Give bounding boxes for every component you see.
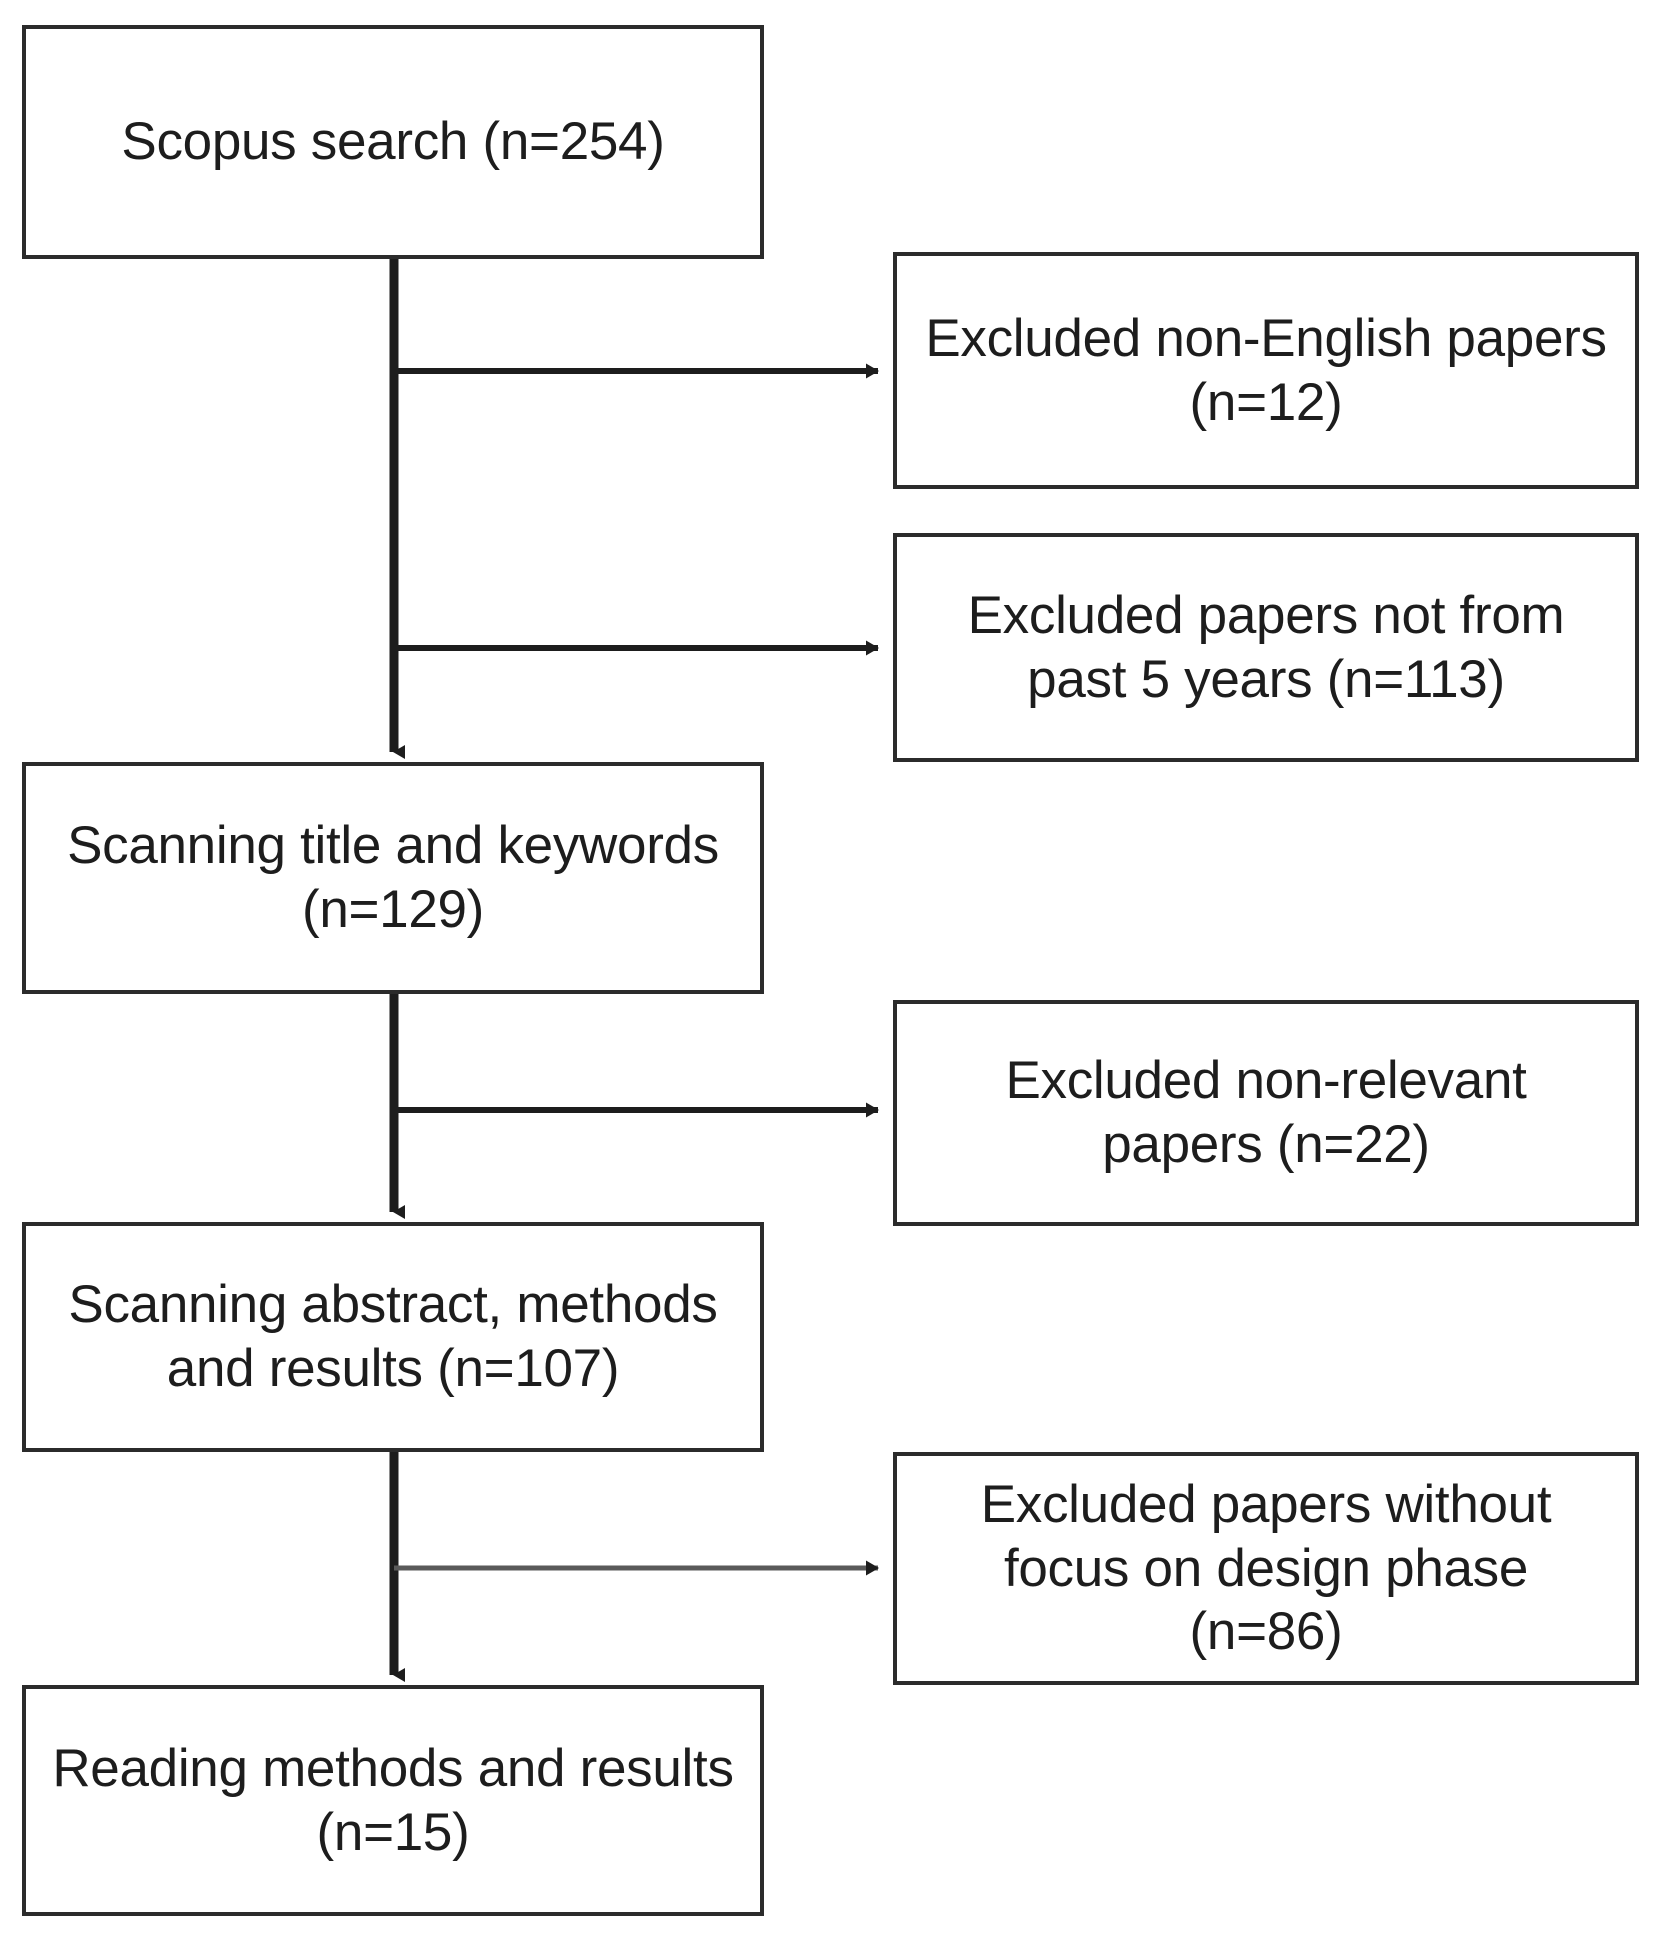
- node-excluded-papers-not-past-5-years-label: Excluded papers not from past 5 years (n…: [967, 585, 1565, 709]
- node-scopus-search-label: Scopus search (n=254): [121, 112, 665, 172]
- node-excluded-non-relevant-papers: Excluded non-relevant papers (n=22): [893, 1000, 1639, 1226]
- node-excluded-non-relevant-papers-label: Excluded non-relevant papers (n=22): [1005, 1051, 1527, 1174]
- node-scanning-abstract-methods-results: Scanning abstract, methods and results (…: [22, 1222, 764, 1452]
- node-excluded-non-english-papers-label: Excluded non-English papers (n=12): [925, 308, 1607, 432]
- node-excluded-non-english-papers: Excluded non-English papers (n=12): [893, 252, 1639, 489]
- node-reading-methods-and-results-label: Reading methods and results (n=15): [52, 1738, 734, 1862]
- node-scanning-title-and-keywords-label: Scanning title and keywords (n=129): [67, 816, 719, 939]
- node-excluded-papers-without-design-focus-label: Excluded papers without focus on design …: [980, 1475, 1552, 1662]
- node-scanning-title-and-keywords: Scanning title and keywords (n=129): [22, 762, 764, 994]
- node-reading-methods-and-results: Reading methods and results (n=15): [22, 1685, 764, 1916]
- node-scanning-abstract-methods-results-label: Scanning abstract, methods and results (…: [68, 1275, 718, 1398]
- node-excluded-papers-not-past-5-years: Excluded papers not from past 5 years (n…: [893, 533, 1639, 762]
- node-excluded-papers-without-design-focus: Excluded papers without focus on design …: [893, 1452, 1639, 1685]
- node-scopus-search: Scopus search (n=254): [22, 25, 764, 259]
